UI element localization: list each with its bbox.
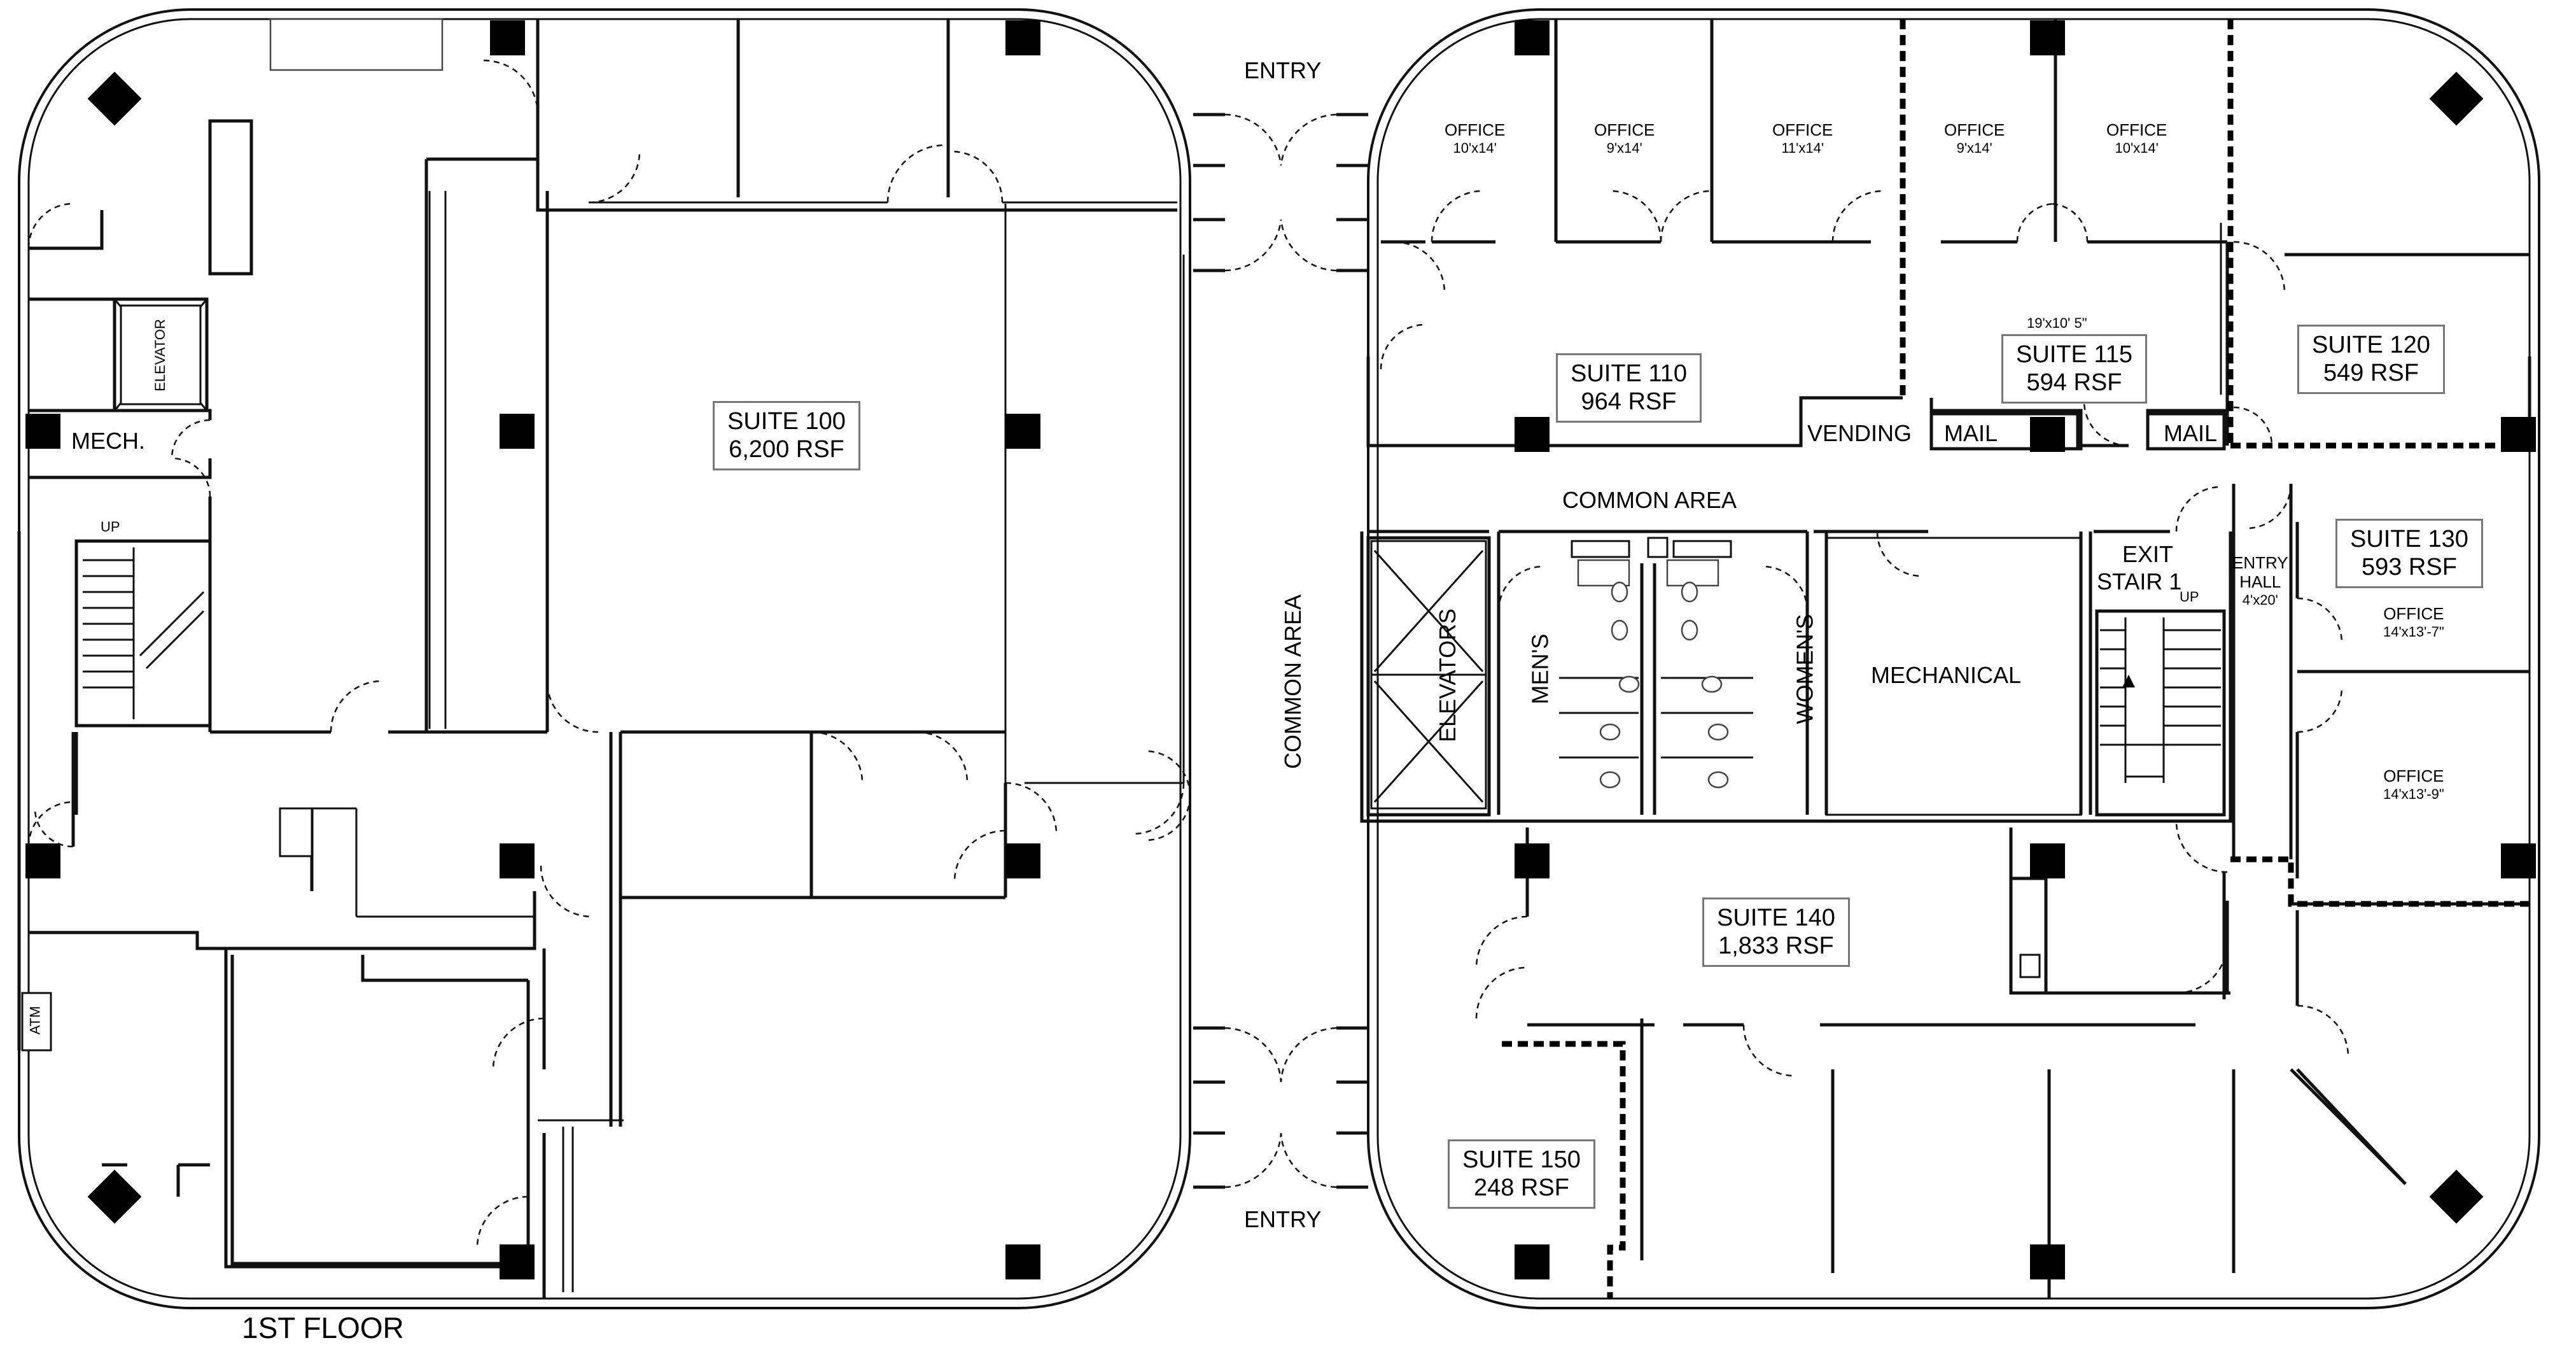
office-5-label: OFFICE — [2106, 120, 2167, 139]
office-2-label: OFFICE — [1594, 120, 1655, 139]
suite-110-area: 964 RSF — [1581, 388, 1677, 415]
suite-130-area: 593 RSF — [2361, 553, 2457, 581]
suite-115-dimension: 19'x10' 5" — [2027, 315, 2087, 331]
entry-hall-dim: 4'x20' — [2242, 591, 2278, 608]
entry-hall-label: ENTRY HALL 4'x20' — [2232, 553, 2288, 608]
office-7-dim: 14'x13'-9" — [2383, 785, 2444, 802]
stair-treads-left — [83, 547, 205, 719]
suite-150-tag: SUITE 150 248 RSF — [1448, 1139, 1595, 1209]
office-7-label: OFFICE — [2383, 766, 2444, 785]
right-building — [1360, 8, 2540, 1309]
stair-up-right-label: UP — [2180, 589, 2199, 605]
office-label: OFFICE 11'x14' — [1772, 120, 1833, 156]
suite-115-tag: SUITE 115 594 RSF — [2001, 334, 2148, 404]
suite-150-area: 248 RSF — [1473, 1174, 1569, 1201]
suite-115-name: SUITE 115 — [2016, 341, 2133, 368]
suite-130-name: SUITE 130 — [2350, 526, 2468, 553]
left-building — [17, 8, 1191, 1309]
entry-hall-line-1: ENTRY — [2232, 553, 2288, 572]
vending-label: VENDING — [1807, 420, 1912, 446]
suite-150-name: SUITE 150 — [1462, 1146, 1581, 1173]
office-6-dim: 14'x13'-7" — [2383, 623, 2444, 640]
floor-label: 1ST FLOOR — [242, 1311, 404, 1344]
exit-stair-label-2: STAIR 1 — [2097, 568, 2182, 595]
suite-130-tag: SUITE 130 593 RSF — [2335, 519, 2483, 589]
office-3-dim: 11'x14' — [1781, 139, 1824, 156]
suite-140-name: SUITE 140 — [1717, 905, 1835, 931]
office-4-label: OFFICE — [1944, 120, 2005, 139]
office-5-dim: 10'x14' — [2115, 139, 2159, 156]
office-4-dim: 9'x14' — [1956, 139, 1992, 156]
suite-140-area: 1,833 RSF — [1718, 932, 1834, 959]
common-area-label: COMMON AREA — [1562, 487, 1737, 513]
common-area-vertical-label: COMMON AREA — [1280, 594, 1306, 770]
suite-100-area: 6,200 RSF — [729, 435, 844, 463]
suite-120-tag: SUITE 120 549 RSF — [2297, 325, 2445, 395]
office-3-label: OFFICE — [1772, 120, 1833, 139]
stair-up-left-label: UP — [101, 519, 120, 535]
womens-label: WOMEN'S — [1791, 614, 1818, 724]
suite-120-name: SUITE 120 — [2312, 332, 2430, 358]
suite-140-tag: SUITE 140 1,833 RSF — [1702, 898, 1850, 968]
exit-stair-label: EXIT — [2122, 541, 2174, 567]
mens-label: MEN'S — [1527, 633, 1553, 705]
entry-hall-line-2: HALL — [2239, 572, 2281, 591]
office-label: OFFICE 14'x13'-7" — [2383, 604, 2444, 640]
mail-label-1: MAIL — [1944, 420, 1998, 446]
office-label: OFFICE 10'x14' — [2106, 120, 2167, 156]
entry-label-bottom: ENTRY — [1244, 1206, 1322, 1232]
office-2-dim: 9'x14' — [1606, 139, 1642, 156]
elevators-label: ELEVATORS — [1434, 608, 1461, 743]
entry-vestibules — [1145, 113, 1368, 1189]
office-6-label: OFFICE — [2383, 604, 2444, 623]
office-label: OFFICE 9'x14' — [1944, 120, 2005, 156]
suite-115-area: 594 RSF — [2026, 369, 2122, 396]
mail-label-2: MAIL — [2164, 420, 2218, 446]
entry-label-top: ENTRY — [1244, 57, 1322, 83]
suite-100-name: SUITE 100 — [727, 408, 846, 435]
office-1-label: OFFICE — [1445, 120, 1506, 139]
office-label: OFFICE 10'x14' — [1445, 120, 1506, 156]
elevator-small-label: ELEVATOR — [151, 319, 168, 391]
office-label: OFFICE 9'x14' — [1594, 120, 1655, 156]
atm-label: ATM — [27, 1006, 43, 1035]
mechanical-label: MECHANICAL — [1871, 662, 2022, 688]
suite-110-name: SUITE 110 — [1571, 360, 1688, 387]
mech-small-label: MECH. — [71, 428, 145, 454]
office-1-dim: 10'x14' — [1453, 139, 1497, 156]
suite-120-area: 549 RSF — [2323, 359, 2419, 386]
office-label: OFFICE 14'x13'-9" — [2383, 766, 2444, 802]
suite-110-tag: SUITE 110 964 RSF — [1556, 353, 1702, 423]
suite-100-tag: SUITE 100 6,200 RSF — [713, 401, 860, 471]
